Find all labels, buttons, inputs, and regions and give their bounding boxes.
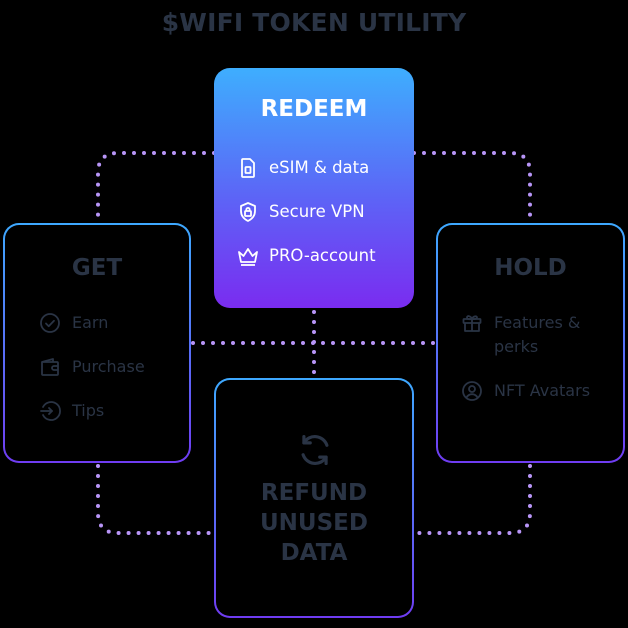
hold-item-label: Features & perks xyxy=(494,311,580,359)
sim-card-icon xyxy=(236,156,260,180)
hold-heading: HOLD xyxy=(494,255,567,281)
refund-heading-line3: DATA xyxy=(280,540,348,566)
redeem-heading: REDEEM xyxy=(260,96,368,122)
arrow-enter-circle-icon xyxy=(38,399,62,423)
get-item-earn: Earn xyxy=(38,311,108,335)
get-item-label: Earn xyxy=(72,313,109,332)
refund-heading-line2: UNUSED xyxy=(260,510,368,536)
connector-hold-refund xyxy=(414,464,532,535)
connector-redeem-get xyxy=(96,151,216,222)
refresh-icon xyxy=(296,431,334,469)
hold-card: HOLD Features & perks xyxy=(436,223,625,463)
redeem-item-label: Secure VPN xyxy=(269,202,365,221)
redeem-card: REDEEM eSIM & data Secure VPN xyxy=(214,68,414,308)
hold-item-label-line2: perks xyxy=(494,337,539,356)
redeem-item-label: PRO-account xyxy=(269,246,376,265)
crown-icon xyxy=(236,244,260,268)
wallet-icon xyxy=(38,355,62,379)
redeem-item-pro: PRO-account xyxy=(236,244,376,268)
user-circle-icon xyxy=(460,379,484,403)
get-item-tips: Tips xyxy=(38,399,104,423)
gift-icon xyxy=(460,311,484,335)
hold-item-label: NFT Avatars xyxy=(494,381,591,400)
shield-lock-icon xyxy=(236,200,260,224)
refund-card: REFUND UNUSED DATA xyxy=(214,378,414,618)
redeem-item-esim: eSIM & data xyxy=(236,156,369,180)
hold-item-label-line1: Features & xyxy=(494,313,581,332)
page-title: $WIFI TOKEN UTILITY xyxy=(161,8,467,37)
get-item-label: Purchase xyxy=(72,357,145,376)
hold-item-nft: NFT Avatars xyxy=(460,379,590,403)
redeem-item-label: eSIM & data xyxy=(269,158,370,177)
connector-get-refund xyxy=(96,464,214,535)
redeem-item-vpn: Secure VPN xyxy=(236,200,365,224)
refund-heading: REFUND UNUSED DATA xyxy=(216,478,412,568)
get-card: GET Earn Purchas xyxy=(3,223,191,463)
refund-heading-line1: REFUND xyxy=(260,480,368,506)
hold-item-features: Features & perks xyxy=(460,311,580,359)
connector-redeem-hold xyxy=(412,151,532,222)
get-heading: GET xyxy=(71,255,123,281)
get-item-label: Tips xyxy=(72,401,105,420)
get-item-purchase: Purchase xyxy=(38,355,145,379)
check-circle-icon xyxy=(38,311,62,335)
